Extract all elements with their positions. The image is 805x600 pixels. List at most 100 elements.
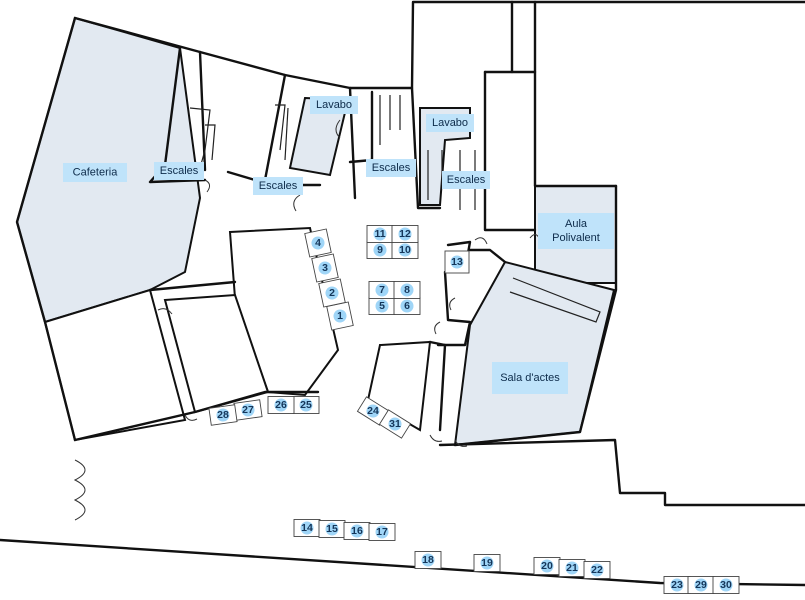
room-label-text: Lavabo [432,117,468,129]
stand-9[interactable]: 9 [366,241,394,259]
inner-wall-b [198,50,207,172]
stand-10[interactable]: 10 [391,241,419,259]
room-label-text: Escales [259,180,298,192]
stand-number: 22 [591,564,603,576]
stand-31[interactable]: 31 [378,409,412,439]
stand-8[interactable]: 8 [393,281,421,299]
room-label-text: Lavabo [316,99,352,111]
stand-22[interactable]: 22 [583,561,611,579]
stand-number: 28 [217,409,229,421]
room-label-lavabo-2[interactable]: Lavabo [426,114,474,132]
stand-number: 5 [379,300,385,312]
stand-marker [450,255,464,269]
stand-number: 14 [301,522,313,534]
stand-marker [325,522,339,536]
stand-16[interactable]: 16 [343,522,371,540]
stand-number: 20 [541,560,553,572]
stand-marker [373,227,387,241]
stand-number: 24 [367,405,379,417]
room-label-text: Escales [160,165,199,177]
stand-number: 12 [399,228,411,240]
stand-15[interactable]: 15 [318,520,346,538]
stand-3[interactable]: 3 [311,253,339,283]
lavabo-2-room[interactable] [419,107,471,206]
stand-number: 26 [275,399,287,411]
room-label-cafeteria[interactable]: Cafeteria [63,163,127,182]
stand-number: 6 [404,300,410,312]
stand-marker [350,524,364,538]
stand-13[interactable]: 13 [444,250,470,274]
stand-number: 29 [695,579,707,591]
stand-number: 23 [671,579,683,591]
sala-actes-room[interactable] [453,260,616,447]
stand-29[interactable]: 29 [687,576,715,594]
inner-wall-n [428,340,447,432]
stand-marker [216,408,230,422]
stand-number: 4 [315,237,321,249]
stand-7[interactable]: 7 [368,281,396,299]
stand-marker [388,417,402,431]
inner-wall-j [533,0,618,188]
stand-marker [373,243,387,257]
stand-2[interactable]: 2 [318,278,346,308]
stand-5[interactable]: 5 [368,297,396,315]
inner-wall-h [483,70,537,232]
stand-18[interactable]: 18 [414,551,442,569]
stand-number: 15 [326,523,338,535]
stand-14[interactable]: 14 [293,519,321,537]
stand-17[interactable]: 17 [368,523,396,541]
room-label-escales-2[interactable]: Escales [253,177,303,195]
stand-marker [590,563,604,577]
stand-28[interactable]: 28 [208,404,238,426]
room-label-lavabo-1[interactable]: Lavabo [310,96,358,114]
stand-30[interactable]: 30 [712,576,740,594]
stand-number: 7 [379,284,385,296]
room-label-escales-4[interactable]: Escales [442,171,490,189]
stand-number: 2 [329,287,335,299]
stand-marker [241,403,255,417]
stand-21[interactable]: 21 [558,559,586,577]
stand-marker [375,283,389,297]
stand-19[interactable]: 19 [473,554,501,572]
stand-number: 9 [377,244,383,256]
room-label-escales-1[interactable]: Escales [154,162,204,180]
stand-number: 8 [404,284,410,296]
room-label-text: Escales [447,174,486,186]
room-label-escales-3[interactable]: Escales [366,159,416,177]
stand-20[interactable]: 20 [533,557,561,575]
stand-4[interactable]: 4 [304,228,332,258]
stand-marker [375,299,389,313]
outer-wall-east [453,184,618,447]
stand-marker [325,286,339,300]
stand-1[interactable]: 1 [326,301,354,331]
stand-27[interactable]: 27 [233,399,263,421]
stand-number: 30 [720,579,732,591]
stand-number: 17 [376,526,388,538]
stand-marker [400,299,414,313]
stair-lines [189,95,601,323]
stand-26[interactable]: 26 [267,396,295,414]
stand-marker [299,398,313,412]
stand-6[interactable]: 6 [393,297,421,315]
stand-marker [421,553,435,567]
stand-11[interactable]: 11 [366,225,394,243]
stand-number: 3 [322,262,328,274]
stand-12[interactable]: 12 [391,225,419,243]
stand-marker [540,559,554,573]
stand-25[interactable]: 25 [292,396,320,414]
stand-number: 13 [451,256,463,268]
stand-23[interactable]: 23 [663,576,691,594]
stand-marker [318,261,332,275]
stand-number: 11 [374,228,385,240]
stand-marker [311,236,325,250]
inner-wall-l [436,240,472,347]
stand-24[interactable]: 24 [356,396,390,426]
stand-marker [300,521,314,535]
room-label-sala-actes[interactable]: Sala d'actes [492,362,568,394]
stand-marker [480,556,494,570]
stand-number: 27 [242,404,254,416]
